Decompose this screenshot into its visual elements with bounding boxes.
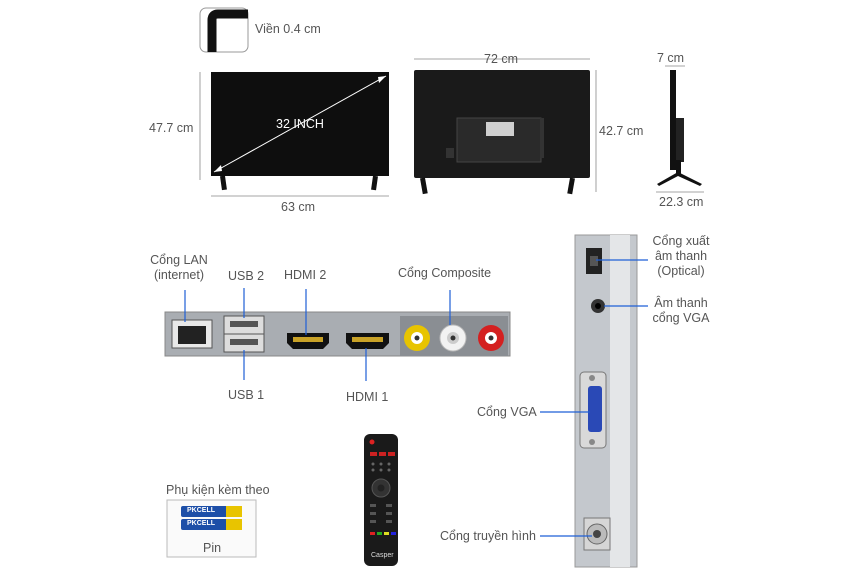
antenna-port-label: Cổng truyền hình <box>440 529 536 543</box>
vga-audio-label-line1: Âm thanh <box>654 296 708 310</box>
optical-label-line2: âm thanh <box>654 249 708 263</box>
tv-front <box>211 72 389 191</box>
composite-port-label: Cổng Composite <box>398 266 492 280</box>
optical-label-line3: (Optical) <box>657 264 705 278</box>
front-height-label: 47.7 cm <box>149 121 194 135</box>
bezel-label: Viền 0.4 cm <box>255 22 321 36</box>
hdmi2-label: HDMI 2 <box>284 268 327 282</box>
tv-side <box>657 70 702 186</box>
front-width-label: 63 cm <box>281 200 316 214</box>
connector-strip <box>164 311 511 357</box>
screen-size-label: 32 INCH <box>276 117 324 131</box>
stand-depth-label: 22.3 cm <box>659 195 704 209</box>
lan-port-label-line1: Cổng LAN <box>150 253 208 267</box>
side-depth-label: 7 cm <box>657 51 685 65</box>
remote-brand: Casper <box>371 552 394 559</box>
lan-port-label: Cổng LAN (internet) <box>146 253 212 283</box>
optical-label-line1: Cổng xuất <box>652 234 710 248</box>
optical-port-label: Cổng xuất âm thanh (Optical) <box>648 234 714 279</box>
battery-label: Pin <box>203 541 222 555</box>
usb2-label: USB 2 <box>228 269 265 283</box>
tv-back <box>414 70 590 195</box>
back-width-label: 72 cm <box>484 52 519 66</box>
panel-leader-lines <box>540 259 648 537</box>
accessories-title: Phụ kiện kèm theo <box>166 483 270 497</box>
side-panel <box>574 234 638 568</box>
vga-audio-label-line2: cổng VGA <box>652 311 710 325</box>
lan-port-label-line2: (internet) <box>153 268 205 282</box>
back-height-label: 42.7 cm <box>599 124 644 138</box>
battery-brand-bottom: PKCELL <box>187 520 215 527</box>
vga-audio-label: Âm thanh cổng VGA <box>648 296 714 326</box>
remote-control <box>364 434 398 566</box>
usb1-label: USB 1 <box>228 388 265 402</box>
bezel-corner-detail <box>199 7 249 53</box>
battery-brand-top: PKCELL <box>187 507 215 514</box>
hdmi1-label: HDMI 1 <box>346 390 389 404</box>
vga-port-label: Cổng VGA <box>477 405 537 419</box>
battery-box <box>166 499 257 558</box>
port-leader-lines <box>184 288 451 381</box>
